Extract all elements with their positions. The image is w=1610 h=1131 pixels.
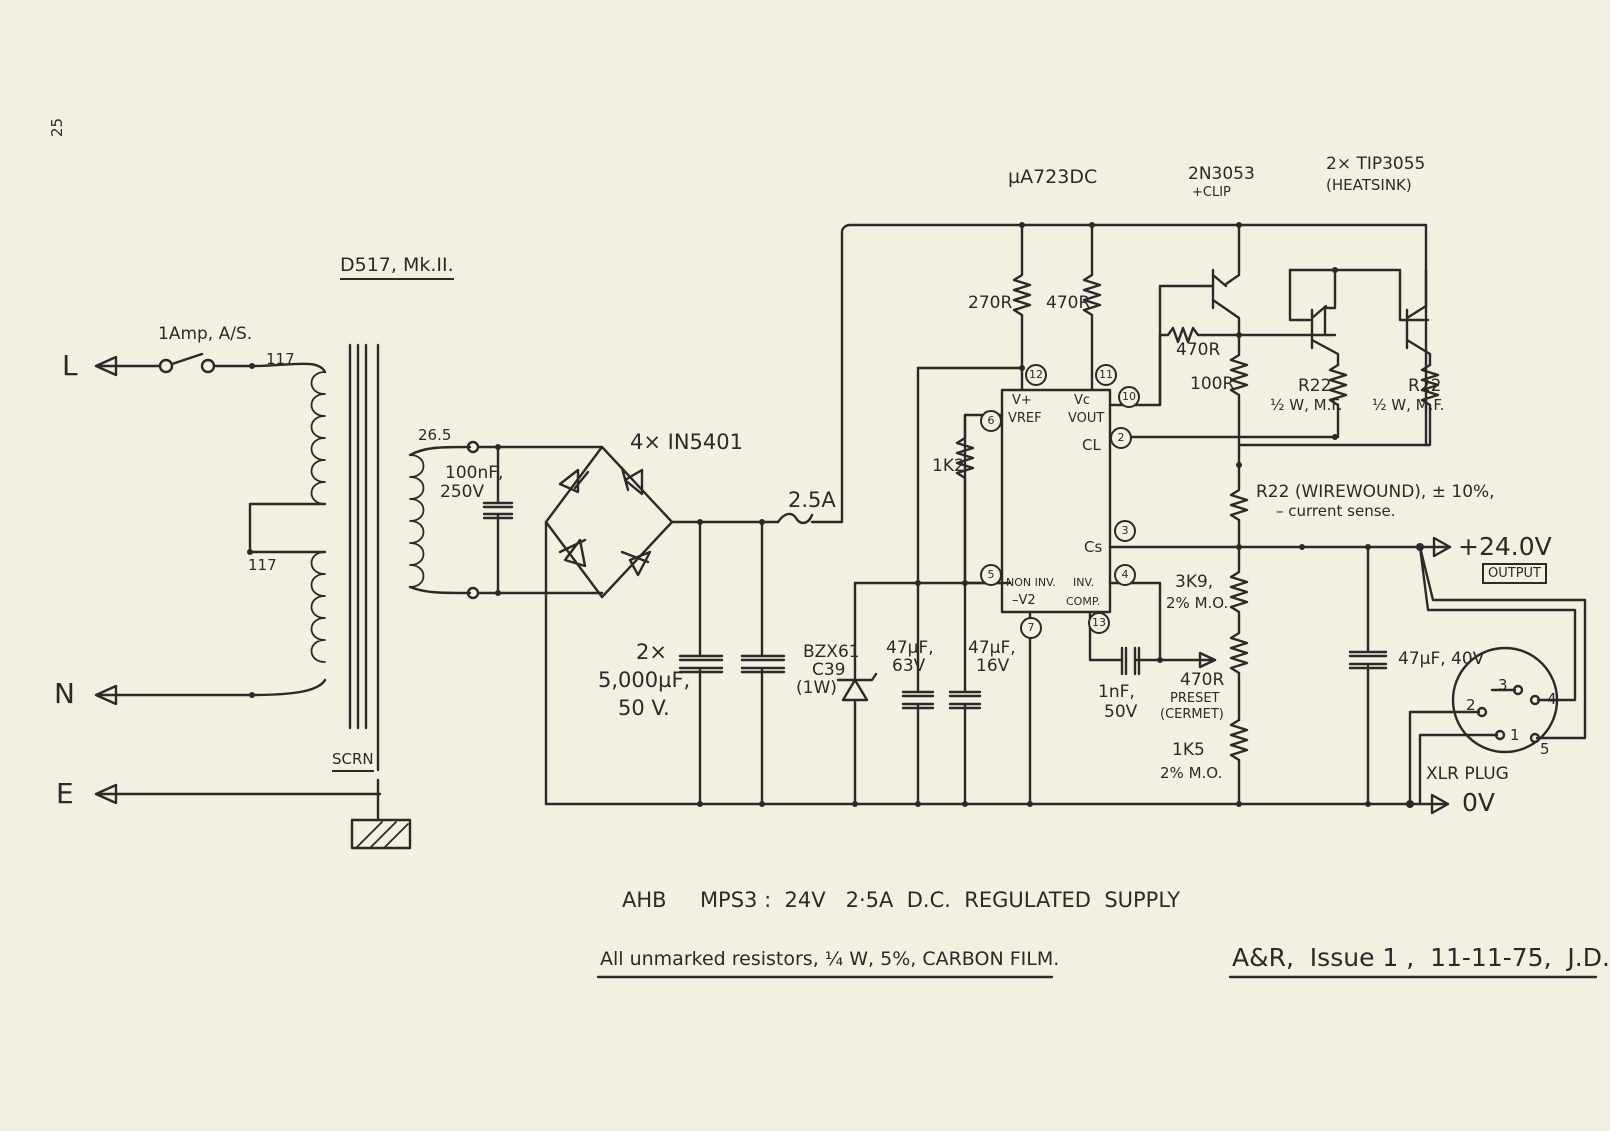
- ic-pin-11: 11: [1095, 364, 1117, 386]
- transformer-secondary: [408, 440, 604, 600]
- pass-transistor-label: 2× TIP3055: [1326, 154, 1426, 174]
- cap-16v-value: 47µF,: [968, 638, 1016, 658]
- xlr-connector: [1408, 545, 1587, 806]
- resistor-1k5: 1K5: [1172, 740, 1205, 760]
- output-cap-label: 47µF, 40V: [1398, 649, 1485, 669]
- comp-cap-value: 1nF,: [1098, 682, 1135, 702]
- issue-block: A&R, Issue 1 , 11-11-75, J.D.: [1232, 943, 1610, 972]
- ic-pin-2: 2: [1110, 427, 1132, 449]
- cap-16v-voltage: 16V: [976, 656, 1010, 676]
- current-sense-resistor: R22 (WIREWOUND), ± 10%,: [1256, 482, 1495, 502]
- dc-fuse-label: 2.5A: [788, 488, 836, 512]
- ic-pin-10: 10: [1118, 386, 1140, 408]
- screen-label: SCRN: [332, 752, 374, 772]
- ic-pin-6: 6: [980, 410, 1002, 432]
- preset-value: 470R: [1180, 670, 1225, 690]
- ic-inv: INV.: [1073, 576, 1095, 589]
- ic-pin-3: 3: [1114, 520, 1136, 542]
- driver-transistor-label: 2N3053: [1188, 164, 1255, 184]
- transformer-core: [348, 343, 412, 850]
- transformer-primary: [247, 371, 327, 663]
- ic-minus-v: –V2: [1012, 593, 1036, 608]
- reservoir-value: 5,000µF,: [598, 668, 691, 692]
- primary-tap-top: 117: [266, 350, 295, 368]
- preset-label: PRESET: [1170, 691, 1220, 706]
- resistor-3k9: 3K9,: [1175, 572, 1214, 592]
- output-voltage: +24.0V: [1458, 532, 1552, 561]
- xlr-plug-label: XLR PLUG: [1426, 764, 1509, 784]
- xlr-pin-4: 4: [1547, 690, 1557, 708]
- xlr-pin-3: 3: [1498, 676, 1508, 694]
- live-terminal: L: [62, 349, 78, 382]
- ic-non-inv: NON INV.: [1006, 576, 1056, 589]
- xlr-pin-5: 5: [1540, 740, 1550, 758]
- driver-clip-label: +CLIP: [1192, 185, 1231, 200]
- resistor-3k9-rating: 2% M.O.: [1166, 594, 1229, 612]
- emitter-r1-value: R22: [1298, 376, 1332, 396]
- bridge-rectifier-label: 4× IN5401: [630, 430, 743, 454]
- ic-pin-13: 13: [1088, 612, 1110, 634]
- resistor-note: All unmarked resistors, ¼ W, 5%, CARBON …: [600, 948, 1060, 970]
- drawing-reference: D517, Mk.II.: [340, 256, 454, 280]
- ic-vref: VREF: [1008, 411, 1042, 426]
- ic-pin-12: 12: [1025, 364, 1047, 386]
- secondary-voltage: 26.5: [418, 426, 452, 444]
- zener-type: BZX61: [803, 642, 860, 662]
- ic-vc: Vc: [1074, 393, 1091, 408]
- regulator-ic-label: µA723DC: [1008, 166, 1098, 188]
- emitter-r2-value: R22: [1408, 376, 1442, 396]
- resistor-470r-base: 470R: [1176, 340, 1221, 360]
- xlr-pin-2: 2: [1466, 696, 1476, 714]
- reservoir-capacitors: [678, 520, 786, 807]
- cap-63v-value: 47µF,: [886, 638, 934, 658]
- resistor-1k5-rating: 2% M.O.: [1160, 764, 1223, 782]
- resistor-270r: 270R: [968, 293, 1013, 313]
- ic-pin-7: 7: [1020, 617, 1042, 639]
- neutral-terminal: N: [54, 677, 75, 710]
- feedback-divider: [1229, 536, 1452, 808]
- mains-input-wiring: [94, 352, 382, 805]
- resistor-470r-top: 470R: [1046, 293, 1091, 313]
- zener-voltage: C39: [812, 660, 846, 680]
- current-sense-note: – current sense.: [1276, 502, 1396, 520]
- xlr-pin-1: 1: [1510, 726, 1520, 744]
- ic-comp: COMP.: [1066, 595, 1101, 608]
- bridge-rectifier: [544, 223, 1428, 806]
- reservoir-count: 2×: [636, 640, 667, 664]
- page-number: 25: [48, 117, 67, 138]
- emitter-r2-rating: ½ W, M.F.: [1372, 396, 1445, 414]
- zener-and-decoupling: [836, 366, 1012, 807]
- emitter-r1-rating: ½ W, M.F.: [1270, 396, 1343, 414]
- snubber-cap-value: 100nF,: [445, 463, 504, 483]
- snubber-cap-voltage: 250V: [440, 482, 485, 502]
- comp-cap-voltage: 50V: [1104, 702, 1138, 722]
- ic-pin-5: 5: [980, 564, 1002, 586]
- primary-tap-bottom: 117: [248, 556, 277, 574]
- resistor-100r: 100R: [1190, 374, 1235, 394]
- ic-cl: CL: [1082, 436, 1101, 454]
- ic-vplus: V+: [1012, 393, 1032, 408]
- pass-transistor-stage: [1158, 222, 1440, 549]
- ic-pin-4: 4: [1114, 564, 1136, 586]
- output-tag: OUTPUT: [1482, 563, 1547, 584]
- main-fuse-label: 1Amp, A/S.: [158, 324, 253, 344]
- ic-cs: Cs: [1084, 538, 1103, 556]
- schematic-title: AHB MPS3 : 24V 2·5A D.C. REGULATED SUPPL…: [622, 888, 1181, 912]
- reservoir-voltage: 50 V.: [618, 696, 670, 720]
- resistor-1k2: 1K2: [932, 456, 965, 476]
- earth-terminal: E: [56, 777, 74, 810]
- cap-63v-voltage: 63V: [892, 656, 926, 676]
- heatsink-label: (HEATSINK): [1326, 176, 1412, 194]
- zero-volt-label: 0V: [1462, 788, 1496, 817]
- zener-power: (1W): [796, 678, 837, 698]
- ic-vout: VOUT: [1068, 411, 1105, 426]
- preset-type: (CERMET): [1160, 707, 1224, 722]
